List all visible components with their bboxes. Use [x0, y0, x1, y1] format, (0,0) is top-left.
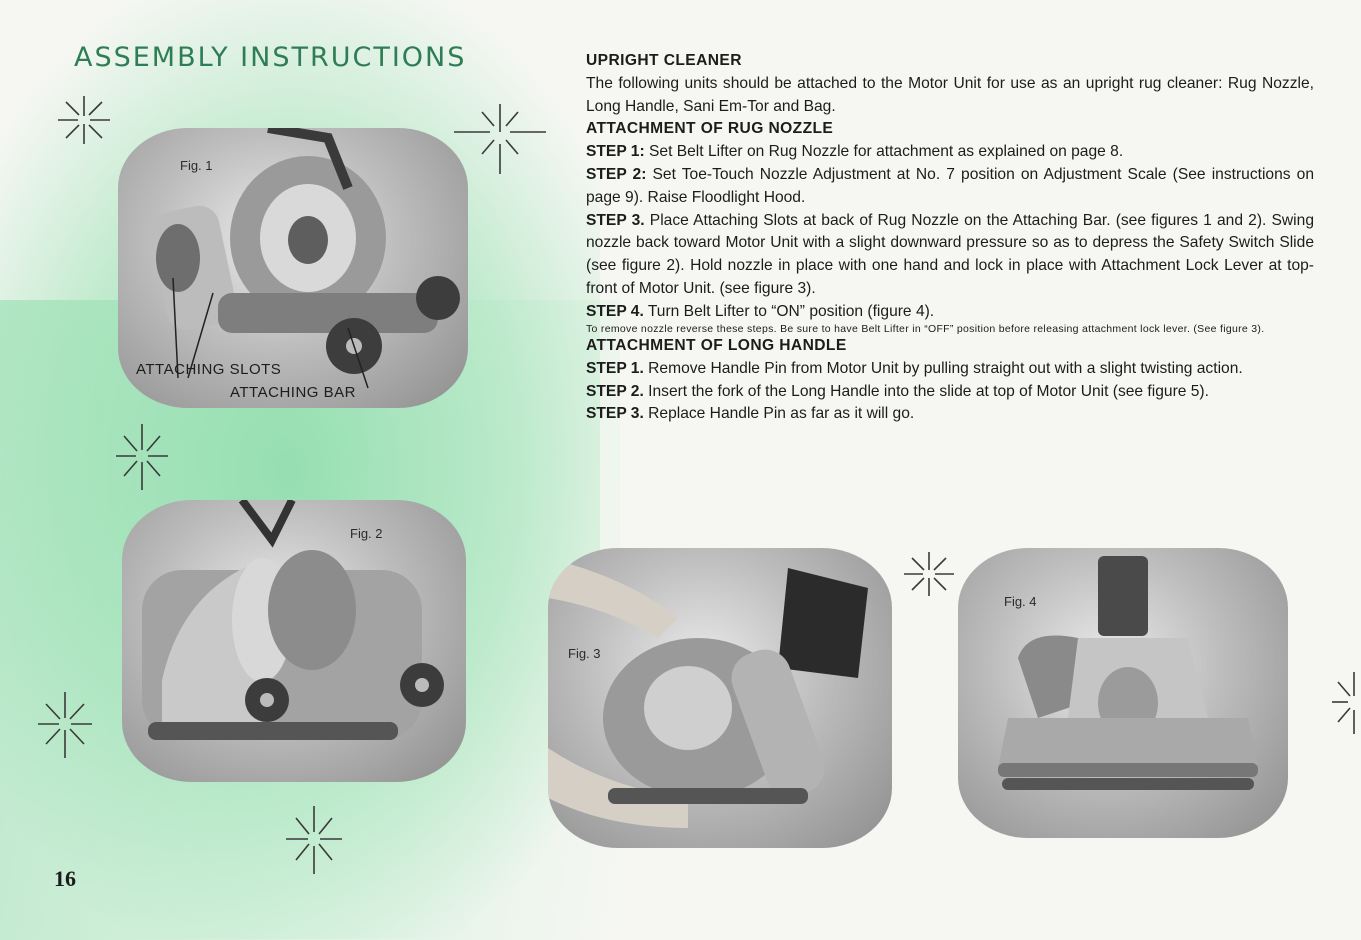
step-text: Remove Handle Pin from Motor Unit by pul… [648, 359, 1243, 377]
step-text: Set Toe-Touch Nozzle Adjustment at No. 7… [586, 165, 1314, 206]
step-label: STEP 4. [586, 302, 644, 320]
figure-label: Fig. 4 [1004, 594, 1037, 609]
section-title-long-handle: ATTACHMENT OF LONG HANDLE [586, 337, 847, 355]
figure-3-photo: Fig. 3 [548, 548, 892, 848]
figure-label: Fig. 2 [350, 526, 383, 541]
step-label: STEP 1. [586, 359, 644, 377]
callout-attaching-bar: ATTACHING BAR [230, 384, 356, 401]
figure-1-photo: Fig. 1 ATTACHING SLOTS ATTACHING BAR [118, 128, 468, 408]
sparkle-icon [904, 552, 954, 596]
step-label: STEP 1: [586, 143, 645, 161]
step-text: Place Attaching Slots at back of Rug Noz… [586, 211, 1314, 297]
vacuum-motor-illustration [150, 128, 460, 389]
page-heading: ASSEMBLY INSTRUCTIONS [74, 42, 467, 73]
callout-attaching-slots: ATTACHING SLOTS [136, 361, 282, 378]
figure-2-photo: Fig. 2 [122, 500, 466, 782]
section-title-rug-nozzle: ATTACHMENT OF RUG NOZZLE [586, 120, 834, 138]
nozzle-front-view-illustration [998, 556, 1258, 790]
step-item: STEP 4. Turn Belt Lifter to “ON” positio… [586, 301, 1314, 324]
step-item: STEP 3. Place Attaching Slots at back of… [586, 210, 1314, 301]
removal-note: To remove nozzle reverse these steps. Be… [586, 322, 1265, 335]
figure-label: Fig. 1 [180, 158, 213, 173]
step-label: STEP 3. [586, 211, 645, 229]
step-text: Turn Belt Lifter to “ON” position (figur… [647, 302, 935, 320]
section-title-upright: UPRIGHT CLEANER [586, 52, 742, 69]
sparkle-icon [454, 104, 546, 174]
step-item: STEP 1. Remove Handle Pin from Motor Uni… [586, 358, 1314, 381]
step-text: Replace Handle Pin as far as it will go. [648, 405, 915, 423]
step-label: STEP 3. [586, 405, 644, 423]
hand-locking-nozzle-illustration [548, 558, 868, 828]
step-text: Set Belt Lifter on Rug Nozzle for attach… [649, 143, 1124, 161]
page-number: 16 [54, 866, 76, 891]
sparkle-icon [58, 96, 110, 144]
step-item: STEP 2: Set Toe-Touch Nozzle Adjustment … [586, 164, 1314, 210]
step-item: STEP 1: Set Belt Lifter on Rug Nozzle fo… [586, 141, 1314, 164]
step-item: STEP 3. Replace Handle Pin as far as it … [586, 403, 1314, 426]
sparkle-icon [116, 424, 168, 490]
figure-4-photo: Fig. 4 [958, 548, 1288, 838]
step-label: STEP 2: [586, 165, 647, 183]
sparkle-icon [286, 806, 342, 874]
step-item: STEP 2. Insert the fork of the Long Hand… [586, 381, 1314, 404]
figure-label: Fig. 3 [568, 646, 601, 661]
step-text: Insert the fork of the Long Handle into … [648, 382, 1209, 400]
sparkle-icon [38, 692, 92, 758]
vacuum-nozzle-illustration [142, 500, 444, 740]
sparkle-icon [1332, 672, 1355, 734]
step-label: STEP 2. [586, 382, 644, 400]
instruction-text: UPRIGHT CLEANER The following units shou… [586, 50, 1314, 426]
upright-intro: The following units should be attached t… [586, 74, 1314, 115]
